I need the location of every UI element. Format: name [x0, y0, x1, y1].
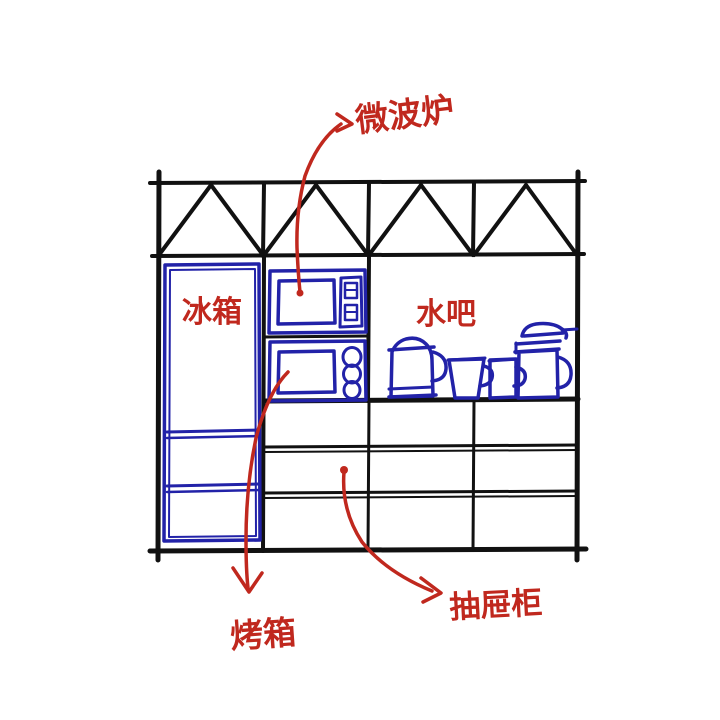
refrigerator-outline	[162, 262, 262, 543]
structural-frame	[147, 169, 589, 563]
oven-knob-3	[342, 380, 362, 400]
truss-diagonal-4a	[472, 183, 528, 257]
oven-arrowhead	[231, 566, 264, 594]
mug-2-body	[488, 357, 518, 400]
kettle-body	[389, 336, 435, 399]
truss-diagonal-4b	[524, 183, 579, 257]
drawer-col-line-1	[366, 401, 371, 552]
drawer-arrowhead	[419, 576, 443, 604]
drawer-row-line-1	[263, 443, 579, 449]
microwave-panel-button-2	[343, 303, 359, 322]
mug-1-body	[447, 357, 486, 400]
kettle-foot	[387, 393, 438, 399]
counter-items	[387, 321, 579, 400]
kettle-lid	[387, 345, 436, 352]
microwave-panel-button-1	[343, 281, 359, 300]
microwave-label-tick	[335, 112, 354, 133]
thermos-lid-tab	[560, 327, 579, 332]
refrigerator-shelf-1b	[165, 434, 261, 440]
drawer-row-line-2b	[264, 495, 578, 499]
microwave-outline	[267, 268, 368, 335]
microwave-arrow-dot	[296, 289, 304, 297]
microwave-door	[276, 278, 337, 326]
kettle-icon	[387, 336, 448, 399]
thermos-icon	[513, 321, 579, 400]
divider-fridge-appliance	[261, 255, 266, 553]
annotation-arrows	[231, 112, 443, 604]
refrigerator-outline-inner	[168, 268, 257, 538]
label-oven: 烤箱	[229, 612, 298, 656]
thermos-lid	[520, 321, 569, 340]
truss-diagonal-2a	[262, 183, 318, 257]
drawer-row-line-2	[263, 489, 579, 495]
thermos-collar	[513, 347, 561, 354]
label-microwave: 微波炉	[352, 89, 456, 140]
kettle-base	[387, 385, 435, 391]
mug-1-icon	[446, 356, 495, 400]
mug-2-rim	[487, 357, 520, 363]
refrigerator-shelf-1	[165, 428, 261, 434]
divider-appliance-waterbar	[366, 255, 371, 403]
oven-unit	[267, 339, 368, 403]
microwave-panel-frame	[338, 275, 364, 329]
microwave-arrow-curve	[295, 122, 343, 294]
microwave-unit	[267, 268, 368, 335]
truss-diagonal-3b	[419, 183, 475, 257]
refrigerator-shelf-2b	[165, 488, 261, 494]
label-drawer-cabinet: 抽屉柜	[449, 585, 544, 626]
oven-outline	[267, 339, 368, 403]
oven-door	[276, 349, 337, 395]
thermos-handle	[555, 355, 573, 390]
mug-1-rim	[446, 356, 487, 362]
drawer-arrow-curve	[341, 470, 434, 593]
truss-post-2	[261, 182, 266, 258]
truss-diagonal-3a	[367, 183, 423, 257]
frame-post-right	[574, 169, 581, 563]
drawer-col-line-2	[471, 400, 476, 551]
truss-post-3	[366, 181, 371, 257]
frame-post-left	[155, 169, 162, 563]
label-water-bar: 水吧	[416, 297, 476, 332]
drawer-cabinet	[263, 400, 579, 552]
refrigerator-shelf-2	[165, 482, 261, 488]
label-refrigerator: 冰箱	[182, 295, 242, 330]
truss-diagonal-2b	[314, 183, 370, 257]
truss-diagonal-1a	[157, 183, 213, 257]
kettle-handle	[430, 350, 448, 383]
appliance-shelf-divider	[262, 334, 370, 339]
truss-diagonal-1b	[209, 183, 265, 257]
drawer-row-line-1b	[264, 449, 578, 453]
refrigerator-unit	[162, 262, 262, 543]
oven-arrow-curve	[244, 370, 290, 590]
drawer-arrow-dot	[340, 466, 348, 474]
thermos-top-plate	[522, 331, 565, 338]
thermos-shoulder	[514, 339, 562, 346]
truss-post-4	[471, 181, 476, 257]
